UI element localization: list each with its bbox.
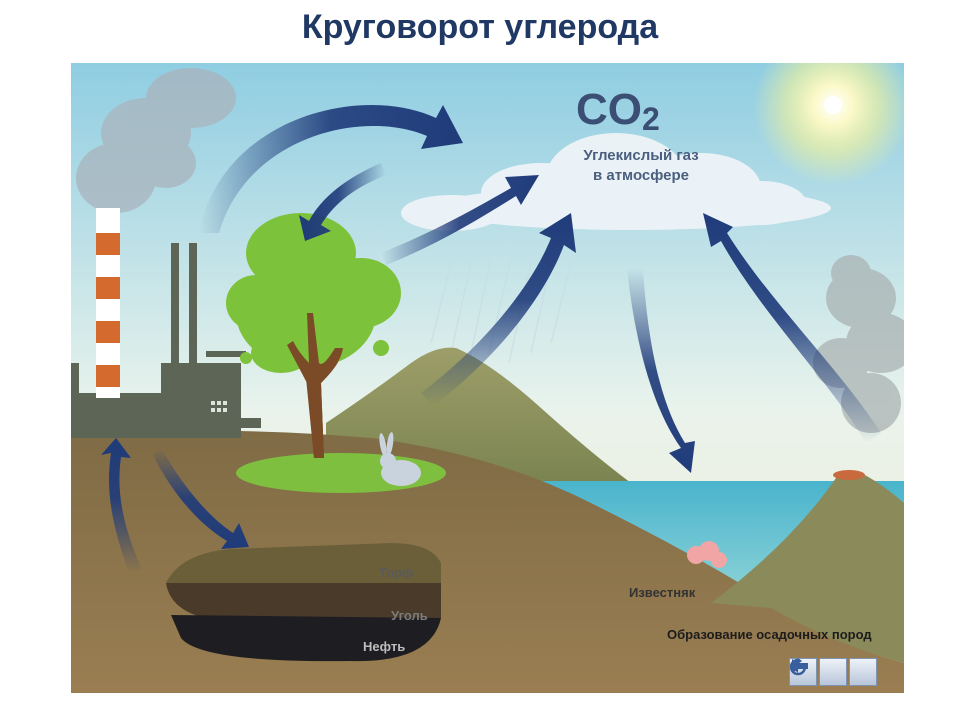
co2-formula-subscript: 2 <box>642 101 660 137</box>
carbon-cycle-diagram: CO2 Углекислый газ в атмосфере Торф Угол… <box>71 63 904 693</box>
co2-caption-line2: в атмосфере <box>556 167 726 184</box>
coal-label: Уголь <box>391 608 428 623</box>
oil-label: Нефть <box>363 639 405 654</box>
peat-label: Торф <box>379 565 413 580</box>
co2-caption-line1: Углекислый газ <box>556 147 726 164</box>
chimney <box>96 208 120 398</box>
replay-button[interactable] <box>849 658 877 686</box>
limestone-label: Известняк <box>629 585 695 600</box>
sediment-label: Образование осадочных пород <box>667 627 872 642</box>
replay-icon <box>789 658 807 676</box>
co2-formula-main: CO <box>576 85 642 134</box>
navigation-controls <box>789 658 877 686</box>
co2-formula: CO2 <box>576 85 660 138</box>
page-title: Круговорот углерода <box>0 8 960 47</box>
forward-button[interactable] <box>819 658 847 686</box>
